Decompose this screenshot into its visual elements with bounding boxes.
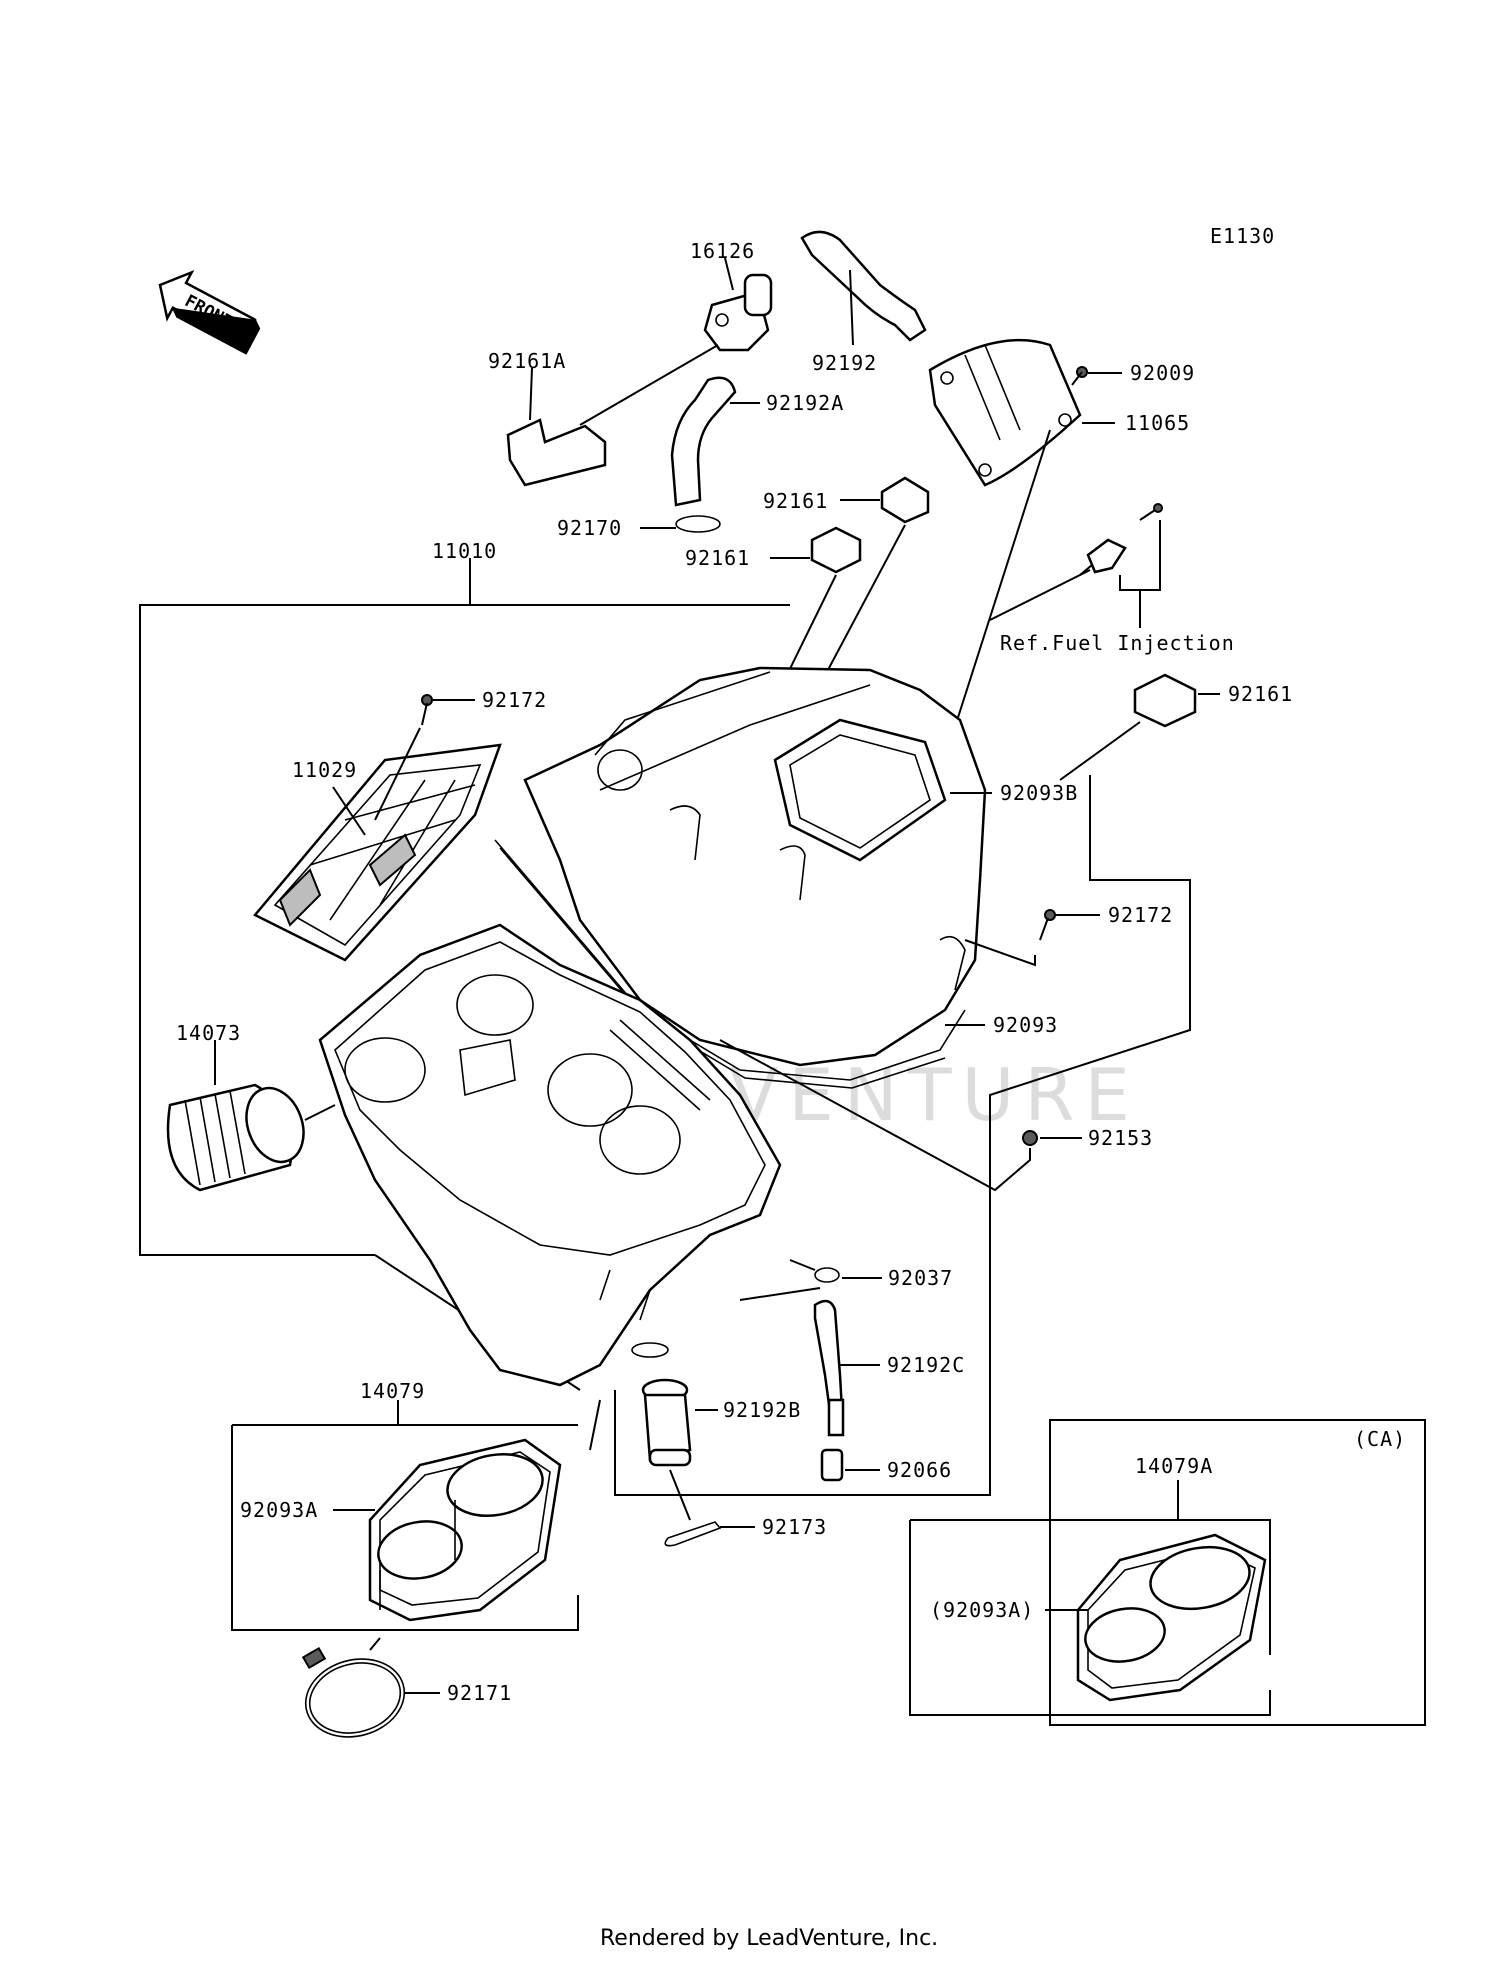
hose-92192C	[813, 1299, 844, 1414]
label-14079A: 14079A	[1135, 1454, 1213, 1478]
drain-92192B	[641, 1378, 692, 1467]
filter-element-11029	[253, 743, 502, 962]
hose-92192A	[670, 376, 737, 507]
pin-92173	[664, 1521, 722, 1547]
label-16126: 16126	[690, 239, 755, 263]
screw-92172-right	[1039, 909, 1056, 941]
hose-92192C-end	[827, 1398, 845, 1437]
label-92192B: 92192B	[723, 1398, 801, 1422]
label-92093: 92093	[993, 1013, 1058, 1037]
label-92161A: 92161A	[488, 349, 566, 373]
sensor-fuel-injection	[1079, 503, 1163, 576]
clip-92170	[675, 515, 721, 533]
label-92192A: 92192A	[766, 391, 844, 415]
hose-92192	[800, 230, 927, 342]
footer-credit: Rendered by LeadVenture, Inc.	[600, 1926, 938, 1951]
label-14079: 14079	[360, 1379, 425, 1403]
duct-14079	[368, 1438, 562, 1622]
label-92171: 92171	[447, 1681, 512, 1705]
valve-16126	[703, 273, 773, 352]
label-92161-mid: 92161	[685, 546, 750, 570]
bracket-92161A	[506, 418, 607, 487]
label-92009: 92009	[1130, 361, 1195, 385]
ca-tag: (CA)	[1354, 1427, 1406, 1451]
label-92170: 92170	[557, 516, 622, 540]
screw-92172-top	[421, 694, 433, 726]
duct-14073	[166, 1083, 305, 1192]
clamp-92171	[301, 1646, 406, 1738]
cover-11065	[928, 338, 1082, 487]
gasket-92093	[494, 839, 966, 1081]
label-92172-top: 92172	[482, 688, 547, 712]
ca-box	[1049, 1419, 1426, 1726]
label-92172-right: 92172	[1108, 903, 1173, 927]
lower-housing	[318, 923, 782, 1387]
pad-92161-top	[880, 476, 930, 524]
clip-92037	[814, 1267, 840, 1283]
label-92173: 92173	[762, 1515, 827, 1539]
label-92192: 92192	[812, 351, 877, 375]
label-92192C: 92192C	[887, 1353, 965, 1377]
label-92153: 92153	[1088, 1126, 1153, 1150]
duct-14079A	[1076, 1533, 1267, 1702]
label-92161-top: 92161	[763, 489, 828, 513]
diagram-code: E1130	[1210, 224, 1275, 248]
ref-note: Ref.Fuel Injection	[1000, 631, 1235, 655]
plug-92066	[820, 1448, 844, 1482]
upper-housing	[523, 666, 987, 1067]
label-92093B: 92093B	[1000, 781, 1078, 805]
label-11029: 11029	[292, 758, 357, 782]
label-14073: 14073	[176, 1021, 241, 1045]
label-92037: 92037	[888, 1266, 953, 1290]
label-92066: 92066	[887, 1458, 952, 1482]
label-92093A-ca: (92093A)	[930, 1598, 1034, 1622]
label-11065: 11065	[1125, 411, 1190, 435]
label-92093A: 92093A	[240, 1498, 318, 1522]
front-arrow-icon: FRONT	[158, 269, 261, 355]
pad-92161-mid	[810, 526, 862, 574]
screw-92009	[1071, 366, 1088, 386]
label-11010: 11010	[432, 539, 497, 563]
label-92161-right: 92161	[1228, 682, 1293, 706]
pad-92161-right	[1133, 673, 1197, 728]
screw-92153	[1022, 1130, 1038, 1146]
